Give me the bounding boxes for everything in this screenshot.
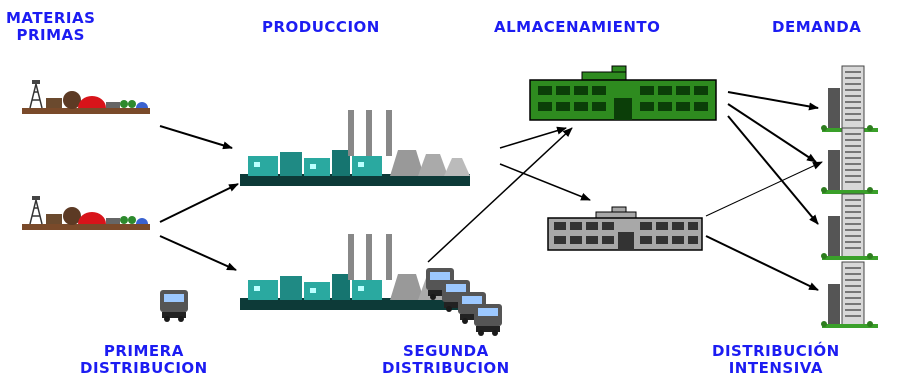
arrow-trucks-to-main-warehouse bbox=[427, 127, 573, 263]
arrow-plant1-to-main-warehouse bbox=[499, 126, 567, 149]
header-production: PRODUCCION bbox=[262, 18, 380, 36]
footer-second-line2: DISTRIBUCION bbox=[382, 359, 510, 377]
footer-first-line1: PRIMERA bbox=[103, 342, 184, 360]
footer-second-distribution: SEGUNDA DISTRIBUCION bbox=[382, 343, 510, 377]
header-storage: ALMACENAMIENTO bbox=[494, 18, 661, 36]
arrow-raw2-to-plant1 bbox=[159, 183, 239, 223]
demand-building-3 bbox=[820, 193, 879, 261]
footer-first-distribution: PRIMERA DISTRIBUCION bbox=[80, 343, 208, 377]
arrow-secondary-to-demand2 bbox=[705, 161, 823, 217]
arrow-raw2-to-plant2 bbox=[159, 235, 237, 271]
footer-first-line2: DISTRIBUCION bbox=[80, 359, 208, 377]
arrow-secondary-to-demand4 bbox=[705, 235, 819, 291]
header-raw-line2: PRIMAS bbox=[16, 26, 85, 44]
header-raw-materials: MATERIAS PRIMAS bbox=[6, 10, 95, 44]
footer-intensive-line1: DISTRIBUCIÓN bbox=[712, 342, 840, 360]
header-raw-line1: MATERIAS bbox=[6, 9, 96, 27]
production-plant-1 bbox=[240, 110, 470, 186]
demand-building-1 bbox=[820, 65, 879, 133]
arrow-plant1-to-secondary-warehouse bbox=[499, 163, 591, 201]
raw-material-site-1 bbox=[21, 79, 151, 115]
truck-first-distribution bbox=[160, 290, 188, 322]
arrow-main-to-demand3 bbox=[727, 115, 819, 225]
demand-building-2 bbox=[820, 127, 879, 195]
footer-second-line1: SEGUNDA bbox=[403, 342, 489, 360]
arrow-raw1-to-plant1 bbox=[159, 125, 233, 150]
warehouse-secondary bbox=[547, 206, 703, 251]
warehouse-main bbox=[529, 65, 717, 121]
raw-material-site-2 bbox=[21, 195, 151, 231]
arrow-main-to-demand1 bbox=[727, 91, 819, 111]
arrow-main-to-demand2 bbox=[727, 103, 817, 163]
header-demand: DEMANDA bbox=[772, 18, 862, 36]
demand-building-4 bbox=[820, 261, 879, 329]
footer-intensive-line2: INTENSIVA bbox=[728, 359, 823, 377]
footer-intensive-distribution: DISTRIBUCIÓN INTENSIVA bbox=[712, 343, 840, 377]
flow-arrows bbox=[159, 91, 823, 291]
